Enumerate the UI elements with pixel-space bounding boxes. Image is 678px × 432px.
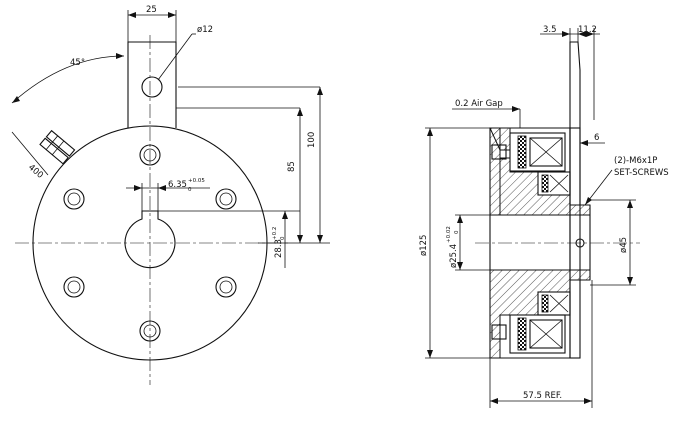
- bolt-lower: [491, 324, 507, 340]
- label-283-tol-up: +0.2: [272, 227, 278, 240]
- dim-line-400: [11, 131, 49, 176]
- label-35: 3.5: [543, 25, 557, 35]
- label-45-dia: ø45: [619, 237, 629, 253]
- label-25: 25: [146, 5, 157, 15]
- label-112: 11.2: [578, 25, 597, 35]
- front-view: 100 85 28.3 +0.2 0 25 ø12 45°: [11, 5, 330, 385]
- label-setscrews-1: (2)-M6x1P: [614, 156, 657, 166]
- side-tab-plate: [569, 41, 581, 206]
- label-283: 28.3: [274, 239, 284, 258]
- bearing-lower: [537, 291, 571, 316]
- label-keyway-tol-up: +0.05: [188, 178, 205, 184]
- coil-upper: [509, 132, 566, 172]
- label-400: 400: [26, 163, 45, 181]
- label-6: 6: [594, 133, 599, 143]
- bolt-hole: [215, 276, 237, 298]
- tab-hole: [141, 76, 163, 98]
- label-254-tol-low: 0: [454, 230, 460, 234]
- label-setscrews-2: SET-SCREWS: [614, 168, 669, 178]
- bolt-hole: [139, 320, 161, 342]
- label-keyway: 6.35: [168, 180, 187, 190]
- label-254-tol-up: +0.02: [446, 226, 452, 243]
- label-254: ø25.4: [449, 244, 459, 268]
- label-575: 57.5 REF.: [523, 391, 562, 401]
- bolt-hole: [139, 144, 161, 166]
- torque-tab: [127, 41, 177, 128]
- label-45: 45°: [70, 58, 85, 68]
- label-airgap: 0.2 Air Gap: [455, 99, 503, 109]
- leader-dia12: [157, 33, 193, 81]
- bolt-holes: [63, 144, 237, 342]
- bolt-hole: [63, 188, 85, 210]
- label-283-tol-low: 0: [280, 236, 286, 240]
- label-85: 85: [287, 161, 297, 172]
- bolt-hole: [63, 276, 85, 298]
- bolt-hole: [215, 188, 237, 210]
- label-keyway-tol-low: 0: [188, 187, 192, 193]
- bearing-upper: [537, 171, 571, 196]
- label-100: 100: [307, 132, 317, 148]
- bore-with-keyway: [124, 210, 176, 269]
- label-dia12: ø12: [197, 25, 213, 35]
- lead-connector: [39, 129, 76, 165]
- bolt-upper: [491, 144, 507, 160]
- set-screw-hole: [575, 238, 585, 248]
- hatched-section-lower: [489, 269, 591, 359]
- label-125: ø125: [419, 235, 429, 256]
- angle-arc-45: [11, 55, 125, 104]
- side-view: 3.5 11.2 0.2 Air Gap 6 (2)-M6x1P SET-SCR…: [419, 25, 669, 408]
